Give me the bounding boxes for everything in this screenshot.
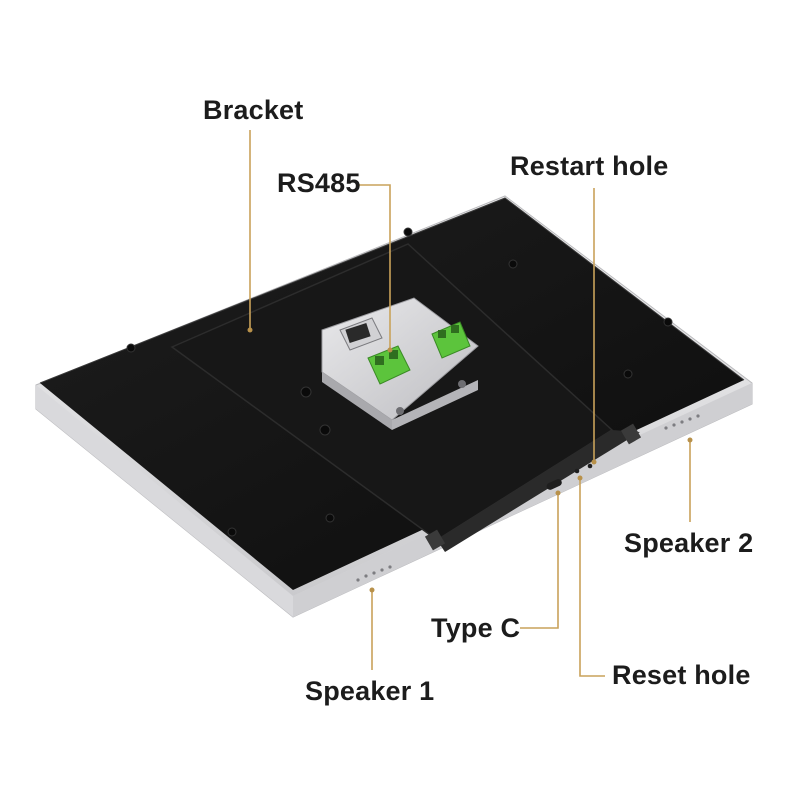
label-type-c: Type C [431,613,521,643]
leader-dots [247,327,693,593]
speaker-grille-2 [664,414,700,430]
leader-lines [249,130,691,677]
leader-rs485 [358,184,391,350]
leader-type-c [520,493,559,629]
power-terminal [431,321,471,359]
connector-module [321,297,479,430]
leader-reset-hole [579,478,605,677]
label-speaker-2: Speaker 2 [624,528,754,558]
type-c-port [546,479,562,490]
label-bracket: Bracket [203,95,304,125]
edge-ports [546,463,593,490]
label-speaker-1: Speaker 1 [305,676,435,706]
restart-hole [587,463,593,469]
reset-hole [574,468,580,474]
label-reset-hole: Reset hole [612,660,751,690]
label-rs485: RS485 [277,168,361,198]
ethernet-port [339,317,383,351]
label-restart-hole: Restart hole [510,151,669,181]
speaker-grille-1 [356,565,392,582]
